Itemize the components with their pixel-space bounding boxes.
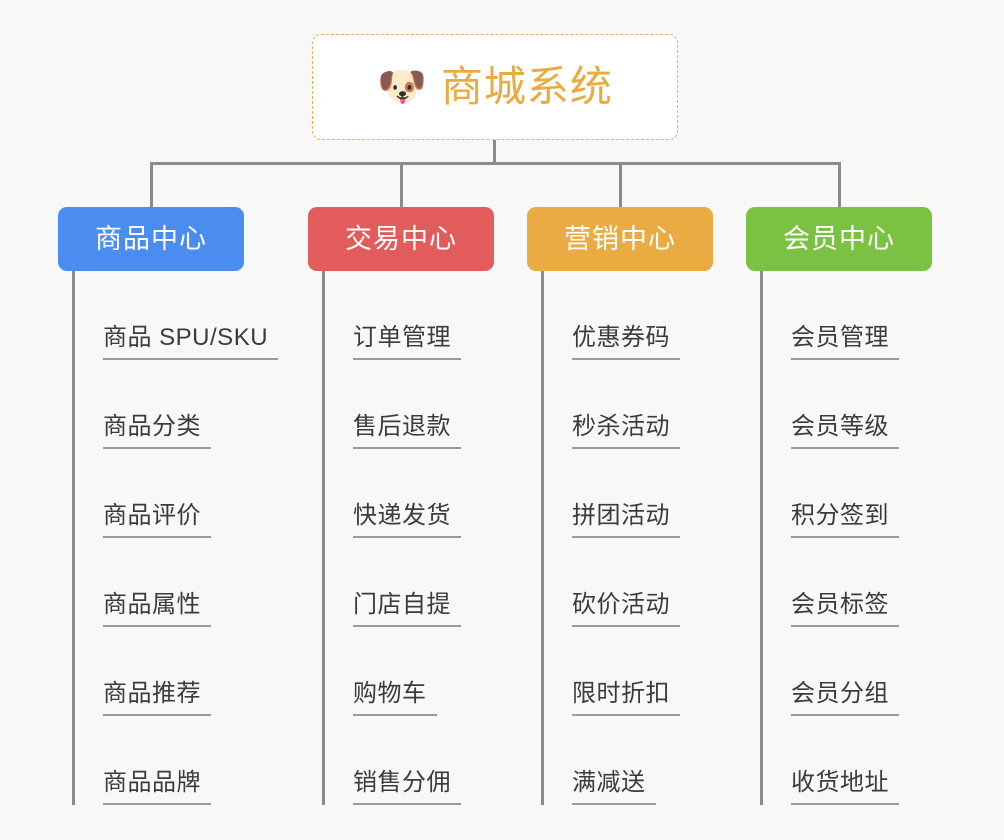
category-label: 交易中心 (345, 223, 457, 254)
connector-drop-trade-center (400, 162, 403, 207)
branch-trade-center: 交易中心 订单管理 售后退款 快递发货 门店自提 购物车 销售分佣 (308, 207, 494, 805)
category-label: 会员中心 (783, 223, 895, 254)
item-label: 销售分佣 (353, 769, 461, 805)
item-label: 优惠券码 (572, 324, 680, 360)
item-label: 会员标签 (791, 591, 899, 627)
category-header-product-center[interactable]: 商品中心 (58, 207, 244, 271)
item-label: 商品分类 (103, 413, 211, 449)
item-list-marketing-center: 优惠券码 秒杀活动 拼团活动 砍价活动 限时折扣 满减送 (541, 271, 713, 805)
item-list-member-center: 会员管理 会员等级 积分签到 会员标签 会员分组 收货地址 (760, 271, 932, 805)
list-item[interactable]: 会员等级 (763, 360, 932, 449)
root-node-content: 🐶 商城系统 (377, 66, 613, 108)
list-item[interactable]: 商品分类 (75, 360, 278, 449)
connector-root-stem (493, 140, 496, 165)
list-item[interactable]: 满减送 (544, 716, 713, 805)
item-label: 门店自提 (353, 591, 461, 627)
item-list-trade-center: 订单管理 售后退款 快递发货 门店自提 购物车 销售分佣 (322, 271, 494, 805)
list-item[interactable]: 限时折扣 (544, 627, 713, 716)
branch-marketing-center: 营销中心 优惠券码 秒杀活动 拼团活动 砍价活动 限时折扣 满减送 (527, 207, 713, 805)
list-item[interactable]: 购物车 (325, 627, 494, 716)
item-label: 商品 SPU/SKU (103, 324, 279, 360)
item-label: 商品品牌 (103, 769, 211, 805)
list-item[interactable]: 商品推荐 (75, 627, 278, 716)
item-label: 购物车 (353, 680, 437, 716)
item-label: 会员管理 (791, 324, 899, 360)
item-label: 积分签到 (791, 502, 899, 538)
list-item[interactable]: 砍价活动 (544, 538, 713, 627)
list-item[interactable]: 秒杀活动 (544, 360, 713, 449)
list-item[interactable]: 订单管理 (325, 271, 494, 360)
list-item[interactable]: 商品评价 (75, 449, 278, 538)
connector-drop-product-center (150, 162, 153, 207)
connector-drop-member-center (838, 162, 841, 207)
item-label: 拼团活动 (572, 502, 680, 538)
item-label: 商品推荐 (103, 680, 211, 716)
list-item[interactable]: 会员分组 (763, 627, 932, 716)
connector-drop-marketing-center (619, 162, 622, 207)
list-item[interactable]: 售后退款 (325, 360, 494, 449)
category-header-marketing-center[interactable]: 营销中心 (527, 207, 713, 271)
category-label: 营销中心 (564, 223, 676, 254)
root-node-title: 商城系统 (440, 63, 613, 110)
branch-member-center: 会员中心 会员管理 会员等级 积分签到 会员标签 会员分组 收货地址 (746, 207, 932, 805)
item-label: 会员分组 (791, 680, 899, 716)
list-item[interactable]: 收货地址 (763, 716, 932, 805)
list-item[interactable]: 商品品牌 (75, 716, 278, 805)
category-label: 商品中心 (95, 223, 207, 254)
item-label: 收货地址 (791, 769, 899, 805)
item-label: 商品属性 (103, 591, 211, 627)
item-label: 限时折扣 (572, 680, 680, 716)
shiba-dog-icon: 🐶 (377, 65, 427, 109)
item-list-product-center: 商品 SPU/SKU 商品分类 商品评价 商品属性 商品推荐 商品品牌 (72, 271, 279, 805)
list-item[interactable]: 拼团活动 (544, 449, 713, 538)
item-label: 秒杀活动 (572, 413, 680, 449)
list-item[interactable]: 会员管理 (763, 271, 932, 360)
category-header-trade-center[interactable]: 交易中心 (308, 207, 494, 271)
list-item[interactable]: 快递发货 (325, 449, 494, 538)
list-item[interactable]: 商品属性 (75, 538, 278, 627)
list-item[interactable]: 积分签到 (763, 449, 932, 538)
list-item[interactable]: 优惠券码 (544, 271, 713, 360)
list-item[interactable]: 会员标签 (763, 538, 932, 627)
category-header-member-center[interactable]: 会员中心 (746, 207, 932, 271)
item-label: 会员等级 (791, 413, 899, 449)
item-label: 售后退款 (353, 413, 461, 449)
item-label: 快递发货 (353, 502, 461, 538)
list-item[interactable]: 商品 SPU/SKU (75, 271, 279, 360)
branch-product-center: 商品中心 商品 SPU/SKU 商品分类 商品评价 商品属性 商品推荐 商品品牌 (58, 207, 279, 805)
item-label: 满减送 (572, 769, 656, 805)
item-label: 砍价活动 (572, 591, 680, 627)
item-label: 订单管理 (353, 324, 461, 360)
item-label: 商品评价 (103, 502, 211, 538)
connector-horizontal-bus (150, 162, 841, 165)
list-item[interactable]: 门店自提 (325, 538, 494, 627)
root-node-mall-system[interactable]: 🐶 商城系统 (312, 34, 678, 140)
list-item[interactable]: 销售分佣 (325, 716, 494, 805)
